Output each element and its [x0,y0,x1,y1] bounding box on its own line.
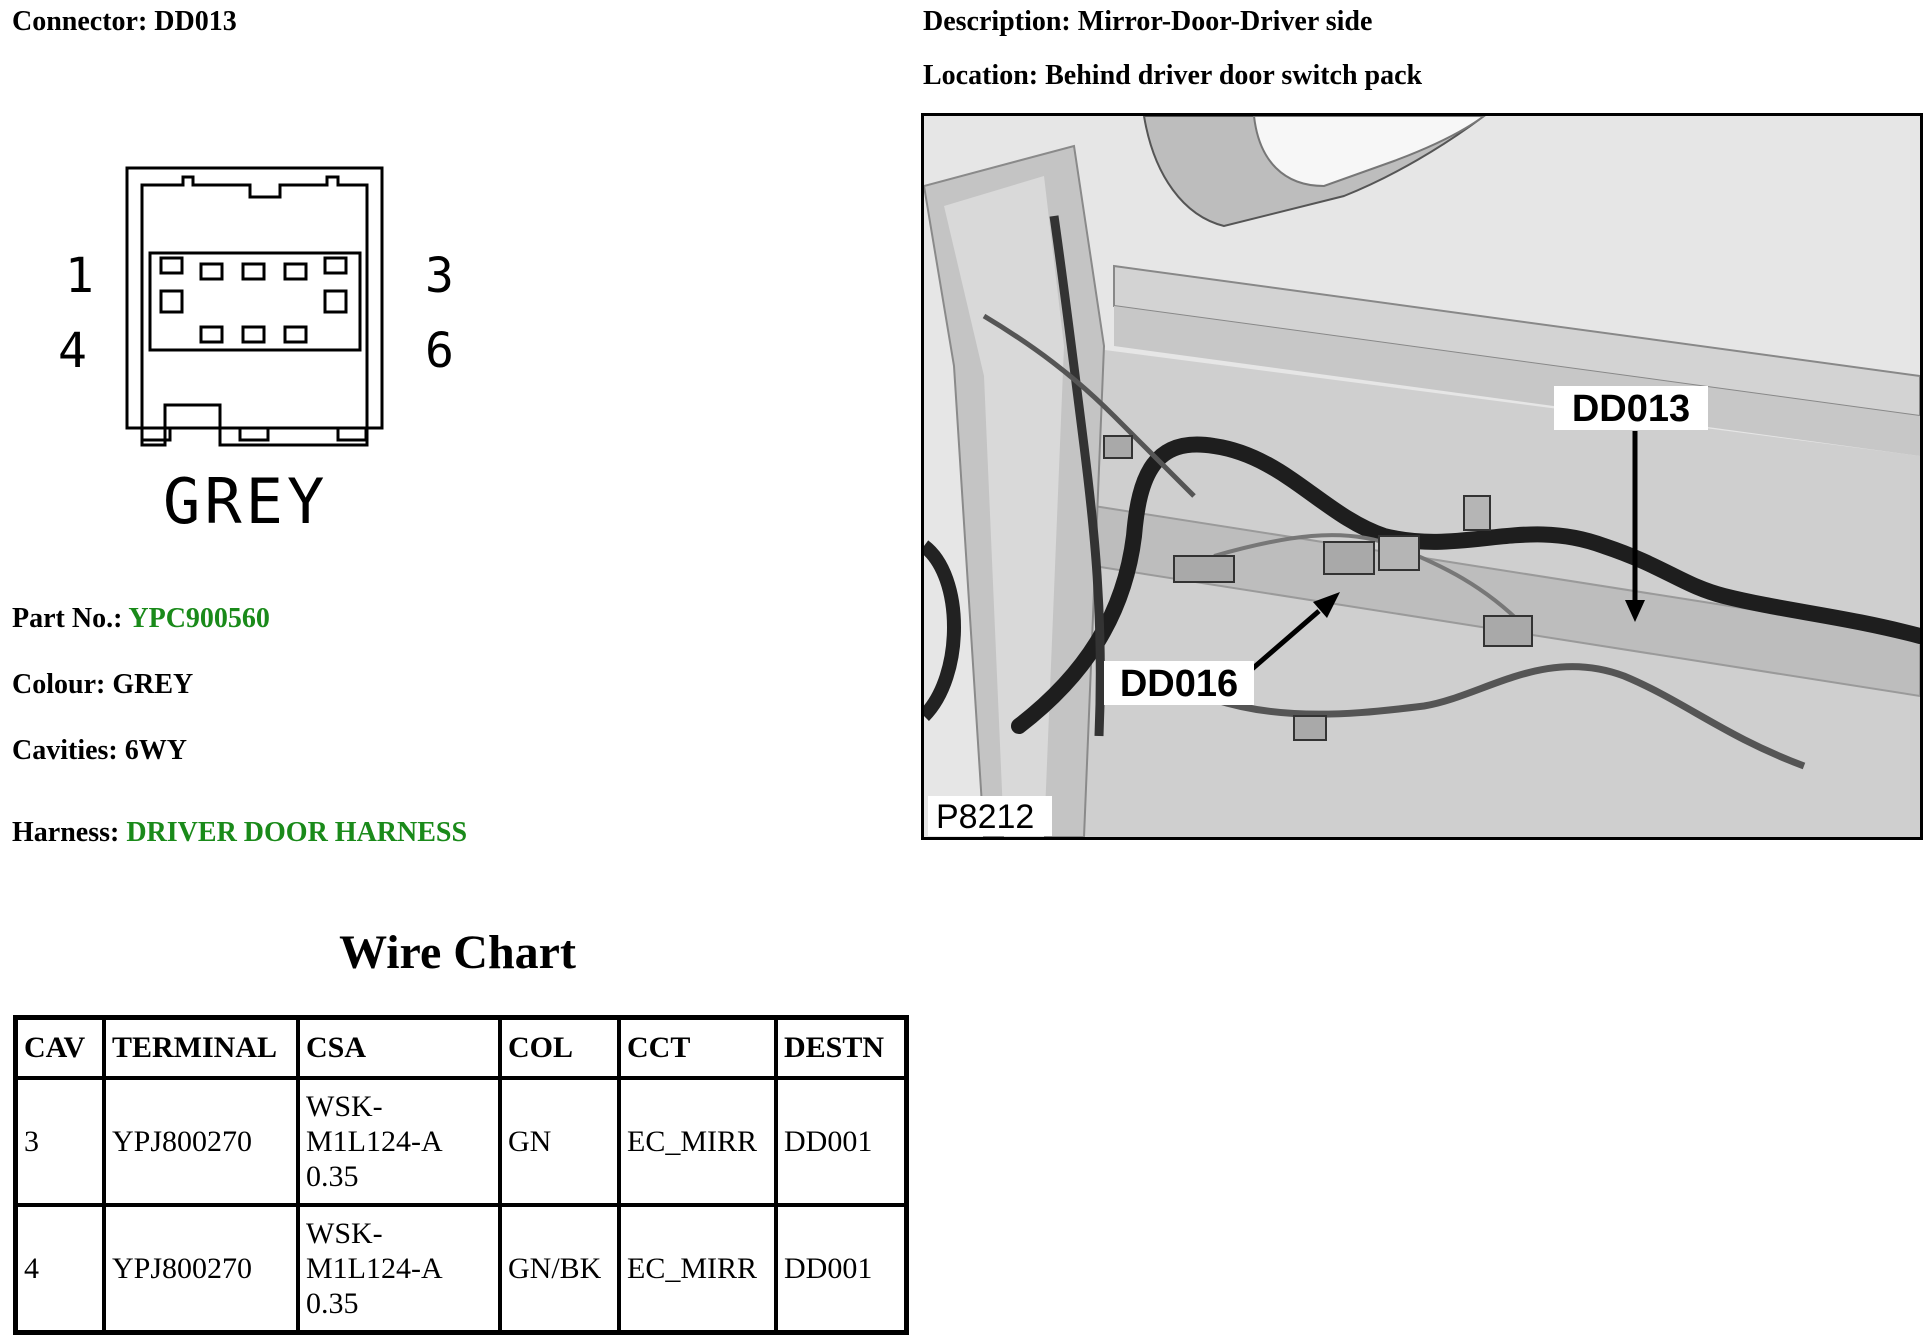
location-line: Location: Behind driver door switch pack [923,60,1422,92]
table-row: 4 YPJ800270 WSK-M1L124-A 0.35 GN/BK EC_M… [16,1205,906,1332]
cavity [241,325,266,344]
connector-inner-housing [140,175,369,447]
cavities-value: 6WY [124,735,187,766]
harness-line: Harness: DRIVER DOOR HARNESS [12,817,467,849]
cell-cct: EC_MIRR [619,1078,776,1205]
location-label: Location: [923,60,1039,91]
cell-destn: DD001 [776,1078,906,1205]
cavity [241,262,266,281]
header-cav: CAV [16,1018,104,1078]
cell-destn: DD001 [776,1205,906,1332]
colour-value: GREY [112,669,194,700]
cell-col: GN/BK [500,1205,619,1332]
cavity [323,289,348,314]
header-destn: DESTN [776,1018,906,1078]
wire-chart-table: CAV TERMINAL CSA COL CCT DESTN 3 YPJ8002… [13,1015,909,1335]
cavity [283,325,308,344]
cavities-line: Cavities: 6WY [12,735,187,767]
connector-colour-caption: GREY [163,465,328,538]
pin-label-1: 1 [65,248,94,304]
cavities-label: Cavities: [12,735,118,766]
door-illustration: DD013 DD016 P8212 [924,116,1920,837]
description-line: Description: Mirror-Door-Driver side [923,6,1372,38]
part-no-label: Part No.: [12,603,123,634]
header-csa: CSA [298,1018,500,1078]
description-label: Description: [923,6,1071,37]
wire-chart-title: Wire Chart [339,926,576,979]
cell-csa: WSK-M1L124-A 0.35 [298,1078,500,1205]
header-terminal: TERMINAL [104,1018,298,1078]
cell-cct: EC_MIRR [619,1205,776,1332]
colour-line: Colour: GREY [12,669,193,701]
connector-outer-shell [125,166,384,430]
table-header-row: CAV TERMINAL CSA COL CCT DESTN [16,1018,906,1078]
header-col: COL [500,1018,619,1078]
cell-col: GN [500,1078,619,1205]
cell-terminal: YPJ800270 [104,1205,298,1332]
connector-foot [336,426,368,442]
cavity [199,262,224,281]
table-row: 3 YPJ800270 WSK-M1L124-A 0.35 GN EC_MIRR… [16,1078,906,1205]
header-cct: CCT [619,1018,776,1078]
callout-dd013: DD013 [1572,388,1690,430]
connector-foot [238,426,270,442]
cell-terminal: YPJ800270 [104,1078,298,1205]
connector-value: DD013 [154,6,237,37]
pin-label-6: 6 [425,323,454,379]
part-no-line: Part No.: YPC900560 [12,603,270,635]
description-value: Mirror-Door-Driver side [1077,6,1373,37]
cell-cav: 3 [16,1078,104,1205]
connector-cavity-block [148,251,362,352]
part-no-link[interactable]: YPC900560 [128,603,270,634]
cavity [283,262,308,281]
cell-csa: WSK-M1L124-A 0.35 [298,1205,500,1332]
cavity [199,325,224,344]
cavity [159,256,184,275]
location-value: Behind driver door switch pack [1045,60,1423,91]
harness-link[interactable]: DRIVER DOOR HARNESS [126,817,468,848]
pin-label-3: 3 [425,248,454,304]
connector-foot [140,426,172,442]
cell-cav: 4 [16,1205,104,1332]
location-photo: DD013 DD016 P8212 [921,113,1923,840]
connector-face-diagram: 1 3 4 6 GREY [58,166,454,538]
cavity [323,256,348,275]
colour-label: Colour: [12,669,106,700]
pin-label-4: 4 [58,323,87,379]
cavity [159,289,184,314]
connector-label: Connector: [12,6,148,37]
figure-id: P8212 [936,798,1034,836]
callout-dd016: DD016 [1120,663,1238,705]
connector-line: Connector: DD013 [12,6,237,38]
harness-label: Harness: [12,817,120,848]
